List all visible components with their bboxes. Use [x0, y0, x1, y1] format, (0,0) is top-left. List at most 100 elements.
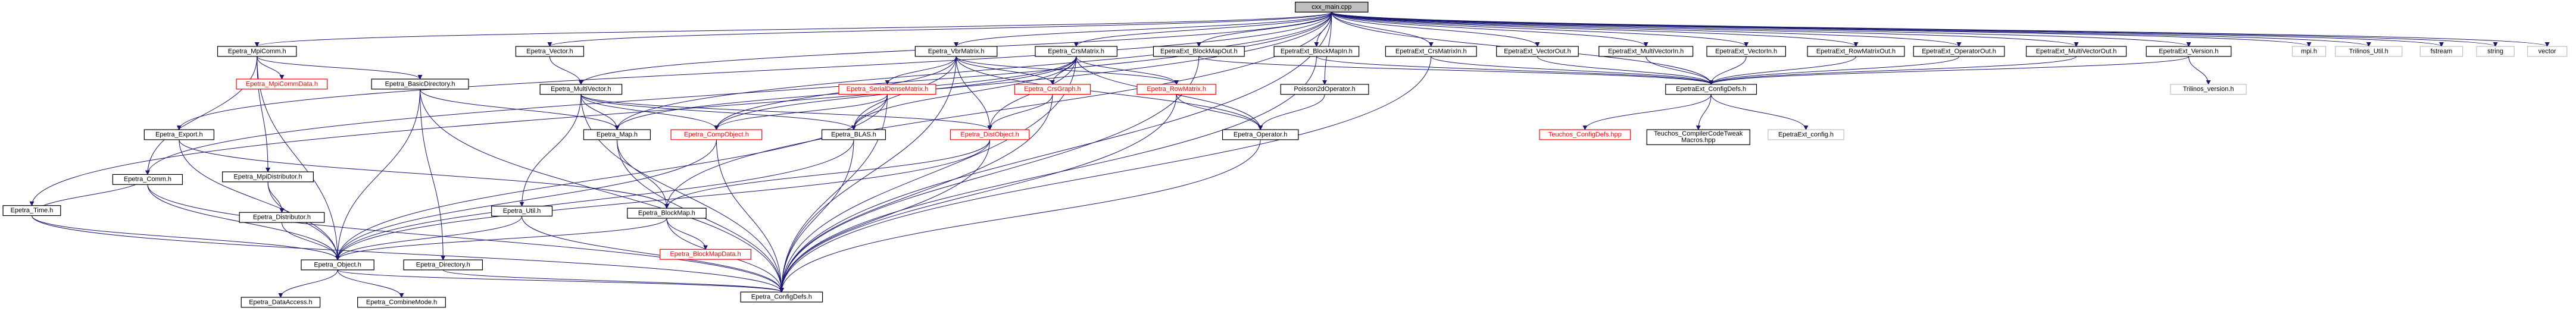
file-node-dataaccess[interactable]: Epetra_DataAccess.h — [241, 297, 321, 308]
edge-ext_blockmapin-to-ext_configdefs — [1316, 56, 1713, 85]
file-node-vector[interactable]: Epetra_Vector.h — [515, 46, 585, 57]
file-node-directory[interactable]: Epetra_Directory.h — [403, 259, 483, 271]
node-box — [301, 259, 374, 271]
edge-cxx_main-to-mpicomm — [255, 11, 1332, 48]
file-node-util[interactable]: Epetra_Util.h — [491, 205, 553, 217]
edge-ext_crsmatrixin-to-ext_configdefs — [1431, 56, 1714, 85]
file-node-map[interactable]: Epetra_Map.h — [583, 129, 651, 140]
node-box — [217, 46, 297, 57]
file-node-compobject[interactable]: Epetra_CompObject.h — [670, 129, 763, 140]
file-node-basicdir[interactable]: Epetra_BasicDirectory.h — [371, 78, 469, 90]
file-node-ext-blockmapout[interactable]: EpetraExt_BlockMapOut.h — [1153, 46, 1245, 57]
edge-time-to-configdefs — [31, 215, 784, 293]
file-node-ext-vectorout[interactable]: EpetraExt_VectorOut.h — [1496, 46, 1579, 57]
file-node-string[interactable]: string — [2476, 46, 2515, 57]
file-node-distobject[interactable]: Epetra_DistObject.h — [950, 129, 1030, 140]
file-node-cxx-main[interactable]: cxx_main.cpp — [1295, 1, 1369, 12]
edge-export-to-blockmap — [179, 139, 669, 209]
node-label: EpetraExt_BlockMapOut.h — [1160, 48, 1238, 55]
file-node-serialdense[interactable]: Epetra_SerialDenseMatrix.h — [838, 84, 936, 95]
edge-distobject-to-object — [335, 139, 991, 261]
node-label: EpetraExt_VectorIn.h — [1715, 48, 1777, 55]
edge-cxx_main-to-string — [1331, 11, 2498, 48]
node-label: Epetra_MpiDistributor.h — [234, 173, 302, 180]
node-label: Poisson2dOperator.h — [1294, 86, 1355, 93]
file-node-mpi[interactable]: mpi.h — [2291, 46, 2327, 57]
file-node-ext-multivectorout[interactable]: EpetraExt_MultiVectorOut.h — [2025, 46, 2127, 57]
file-node-fstream[interactable]: fstream — [2419, 46, 2463, 57]
file-node-blockmap[interactable]: Epetra_BlockMap.h — [627, 208, 707, 219]
node-box — [357, 297, 446, 308]
edge-mpicomm-to-basicdir — [257, 56, 423, 80]
node-box — [241, 297, 321, 308]
node-label: Epetra_CombineMode.h — [366, 299, 437, 306]
file-node-mpidist[interactable]: Epetra_MpiDistributor.h — [222, 171, 314, 183]
node-box — [1136, 84, 1216, 95]
file-node-export[interactable]: Epetra_Export.h — [143, 129, 214, 140]
node-box — [2419, 46, 2463, 57]
file-node-vbrmatrix[interactable]: Epetra_VbrMatrix.h — [914, 46, 998, 57]
node-label: Epetra_BlockMap.h — [638, 209, 695, 216]
file-node-ext-crsmatrixin[interactable]: EpetraExt_CrsMatrixIn.h — [1385, 46, 1477, 57]
node-label: EpetraExt_config.h — [1778, 131, 1834, 138]
file-node-blas[interactable]: Epetra_BLAS.h — [821, 129, 886, 140]
file-node-ext-config[interactable]: EpetraExt_config.h — [1768, 129, 1844, 140]
node-label: Epetra_MpiCommData.h — [246, 80, 318, 87]
node-label: Epetra_Distributor.h — [253, 214, 311, 221]
file-node-mpicommdata[interactable]: Epetra_MpiCommData.h — [236, 78, 328, 90]
file-node-ext-blockmapin[interactable]: EpetraExt_BlockMapIn.h — [1273, 46, 1360, 57]
file-node-vectorstd[interactable]: vector — [2527, 46, 2568, 57]
file-node-operator[interactable]: Epetra_Operator.h — [1222, 129, 1299, 140]
file-node-teuchos-configdefs[interactable]: Teuchos_ConfigDefs.hpp — [1539, 129, 1631, 140]
node-label: cxx_main.cpp — [1312, 4, 1351, 11]
edge-cxx_main-to-crsmatrix — [1073, 12, 1332, 48]
file-node-multivector[interactable]: Epetra_MultiVector.h — [539, 84, 623, 95]
node-label: Epetra_DistObject.h — [960, 131, 1019, 138]
node-box — [2291, 46, 2327, 57]
node-label: Epetra_BLAS.h — [831, 131, 876, 138]
node-label: EpetraExt_CrsMatrixIn.h — [1395, 48, 1467, 55]
file-node-distributor[interactable]: Epetra_Distributor.h — [239, 212, 325, 223]
file-node-configdefs[interactable]: Epetra_ConfigDefs.h — [740, 291, 823, 303]
file-node-combinemode[interactable]: Epetra_CombineMode.h — [357, 297, 446, 308]
file-node-trilinos-version[interactable]: Trilinos_version.h — [2170, 84, 2247, 95]
file-node-mpicomm[interactable]: Epetra_MpiComm.h — [217, 46, 297, 57]
file-node-ext-configdefs[interactable]: EpetraExt_ConfigDefs.h — [1665, 84, 1757, 95]
file-node-trilinos-util[interactable]: Trilinos_Util.h — [2335, 46, 2403, 57]
node-label: Teuchos_CompilerCodeTweak — [1654, 130, 1743, 137]
edge-crsmatrix-to-rowmatrix — [1076, 56, 1179, 85]
file-node-ext-rowmatrixout[interactable]: EpetraExt_RowMatrixOut.h — [1807, 46, 1905, 57]
node-label: EpetraExt_BlockMapIn.h — [1281, 48, 1353, 55]
file-node-rowmatrix[interactable]: Epetra_RowMatrix.h — [1136, 84, 1216, 95]
edge-multivector-to-blas — [580, 94, 856, 131]
edge-object-to-dataaccess — [278, 269, 338, 298]
file-node-ext-vectorin[interactable]: EpetraExt_VectorIn.h — [1706, 46, 1786, 57]
file-node-object[interactable]: Epetra_Object.h — [301, 259, 374, 271]
file-node-time[interactable]: Epetra_Time.h — [2, 205, 61, 216]
edge-ext_version-to-ext_configdefs — [1709, 56, 2189, 85]
node-box — [950, 129, 1030, 140]
file-node-comm[interactable]: Epetra_Comm.h — [112, 174, 183, 185]
file-node-ext-operatorout[interactable]: EpetraExt_OperatorOut.h — [1913, 46, 2005, 57]
node-box — [112, 174, 183, 185]
file-node-poisson[interactable]: Poisson2dOperator.h — [1280, 84, 1369, 95]
node-box — [838, 84, 936, 95]
node-box — [1807, 46, 1905, 57]
edge-time-to-object — [31, 215, 340, 261]
edge-ext_configdefs-to-teuchos_configdefs — [1582, 94, 1712, 131]
node-label: Epetra_RowMatrix.h — [1147, 86, 1206, 93]
node-box — [740, 291, 823, 303]
file-node-blockmapdata[interactable]: Epetra_BlockMapData.h — [660, 249, 752, 260]
node-label: EpetraExt_ConfigDefs.h — [1676, 86, 1746, 93]
edge-comm-to-configdefs — [147, 184, 784, 293]
file-node-crsmatrix[interactable]: Epetra_CrsMatrix.h — [1035, 46, 1117, 57]
edge-multivector-to-compobject — [580, 94, 719, 131]
file-node-crsgraph[interactable]: Epetra_CrsGraph.h — [1014, 84, 1091, 95]
file-node-ext-multivectorin[interactable]: EpetraExt_MultiVectorIn.h — [1598, 46, 1694, 57]
node-box — [515, 46, 585, 57]
file-node-ext-version[interactable]: EpetraExt_Version.h — [2146, 46, 2232, 57]
edge-basicdir-to-configdefs — [420, 89, 784, 293]
edge-crsmatrix-to-configdefs — [779, 56, 1077, 293]
